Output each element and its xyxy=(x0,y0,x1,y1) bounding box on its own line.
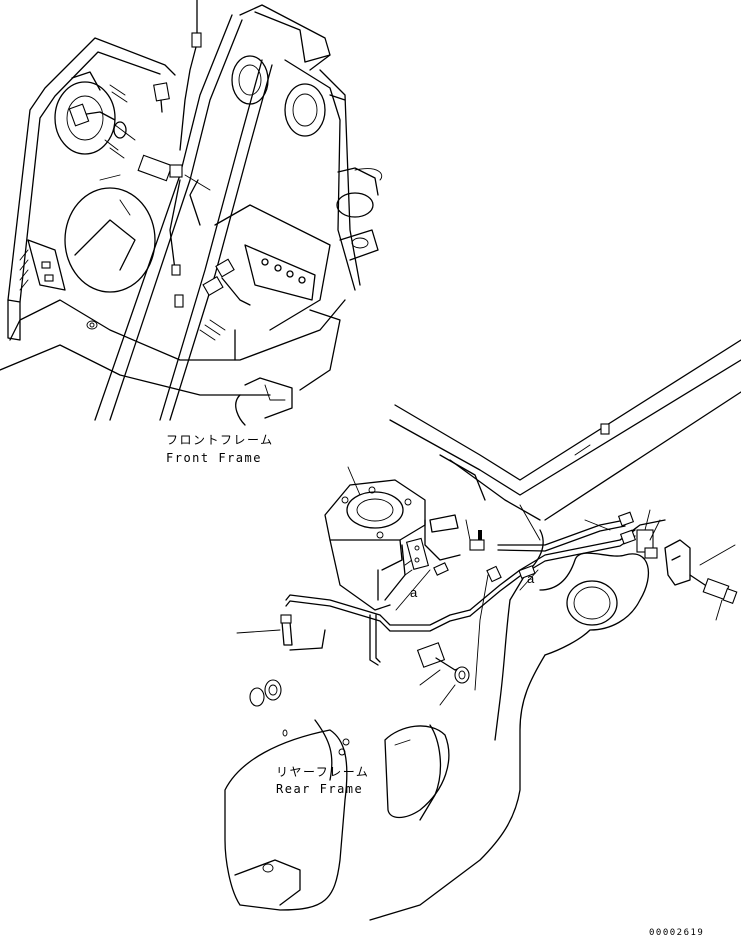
front-frame-label-jp: フロントフレーム xyxy=(166,433,274,447)
front-frame-label-en: Front Frame xyxy=(166,451,262,465)
rear-frame-label-jp: リヤーフレーム xyxy=(276,765,369,779)
drawing-number: 00002619 xyxy=(649,928,704,938)
rear-frame-label-en: Rear Frame xyxy=(276,782,363,796)
rear-frame-assembly xyxy=(224,339,741,921)
ref-letter-a-left: a xyxy=(410,585,418,600)
ref-letter-a-right: a xyxy=(527,571,535,586)
front-frame-assembly xyxy=(0,0,383,426)
